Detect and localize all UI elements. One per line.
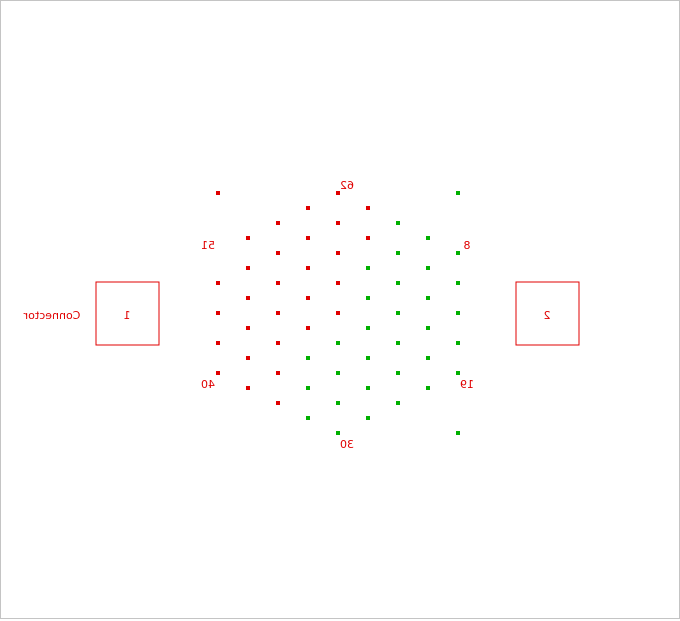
red-pin [216, 281, 220, 285]
green-pin [396, 221, 400, 225]
block-2 [515, 281, 580, 346]
green-pin [426, 326, 430, 330]
red-pin [276, 341, 280, 345]
green-pin [366, 356, 370, 360]
green-pin [306, 386, 310, 390]
green-pin [396, 341, 400, 345]
red-pin [246, 356, 250, 360]
green-pin [456, 191, 460, 195]
pin-label-19: 19 [460, 378, 474, 391]
green-pin [426, 236, 430, 240]
green-pin [456, 251, 460, 255]
block-2-label: 2 [544, 309, 551, 322]
red-pin [276, 311, 280, 315]
green-pin [366, 296, 370, 300]
red-pin [366, 236, 370, 240]
red-pin [336, 221, 340, 225]
red-pin [306, 266, 310, 270]
green-pin [396, 311, 400, 315]
red-pin [216, 371, 220, 375]
green-pin [366, 386, 370, 390]
block-1 [95, 281, 160, 346]
red-pin [246, 266, 250, 270]
green-pin [396, 371, 400, 375]
green-pin [426, 386, 430, 390]
green-pin [456, 311, 460, 315]
pin-grid [216, 191, 460, 435]
red-pin [306, 206, 310, 210]
red-pin [276, 251, 280, 255]
red-pin [216, 341, 220, 345]
red-pin [276, 371, 280, 375]
green-pin [426, 296, 430, 300]
red-pin [306, 296, 310, 300]
green-pin [396, 251, 400, 255]
red-pin [336, 311, 340, 315]
pin-label-30: 30 [340, 438, 354, 451]
green-pin [306, 356, 310, 360]
green-pin [366, 266, 370, 270]
green-pin [366, 416, 370, 420]
red-pin [276, 221, 280, 225]
connector-label: Connector [23, 309, 80, 322]
red-pin [366, 206, 370, 210]
pin-label-62: 62 [340, 179, 354, 192]
red-pin [306, 236, 310, 240]
pin-label-40: 40 [201, 378, 215, 391]
green-pin [306, 416, 310, 420]
green-pin [456, 341, 460, 345]
green-pin [456, 281, 460, 285]
block-1-label: 1 [124, 309, 131, 322]
red-pin [336, 251, 340, 255]
green-pin [336, 431, 340, 435]
green-pin [336, 341, 340, 345]
green-pin [366, 326, 370, 330]
green-pin [456, 431, 460, 435]
pin-label-8: 8 [464, 239, 471, 252]
red-pin [246, 236, 250, 240]
green-pin [426, 266, 430, 270]
red-pin [246, 326, 250, 330]
green-pin [336, 371, 340, 375]
red-pin [336, 191, 340, 195]
green-pin [336, 401, 340, 405]
red-pin [216, 311, 220, 315]
green-pin [396, 401, 400, 405]
red-pin [276, 401, 280, 405]
red-pin [276, 281, 280, 285]
red-pin [246, 386, 250, 390]
red-pin [216, 191, 220, 195]
green-pin [456, 371, 460, 375]
red-pin [306, 326, 310, 330]
green-pin [426, 356, 430, 360]
green-pin [396, 281, 400, 285]
red-pin [336, 281, 340, 285]
pin-label-51: 51 [201, 239, 215, 252]
red-pin [246, 296, 250, 300]
